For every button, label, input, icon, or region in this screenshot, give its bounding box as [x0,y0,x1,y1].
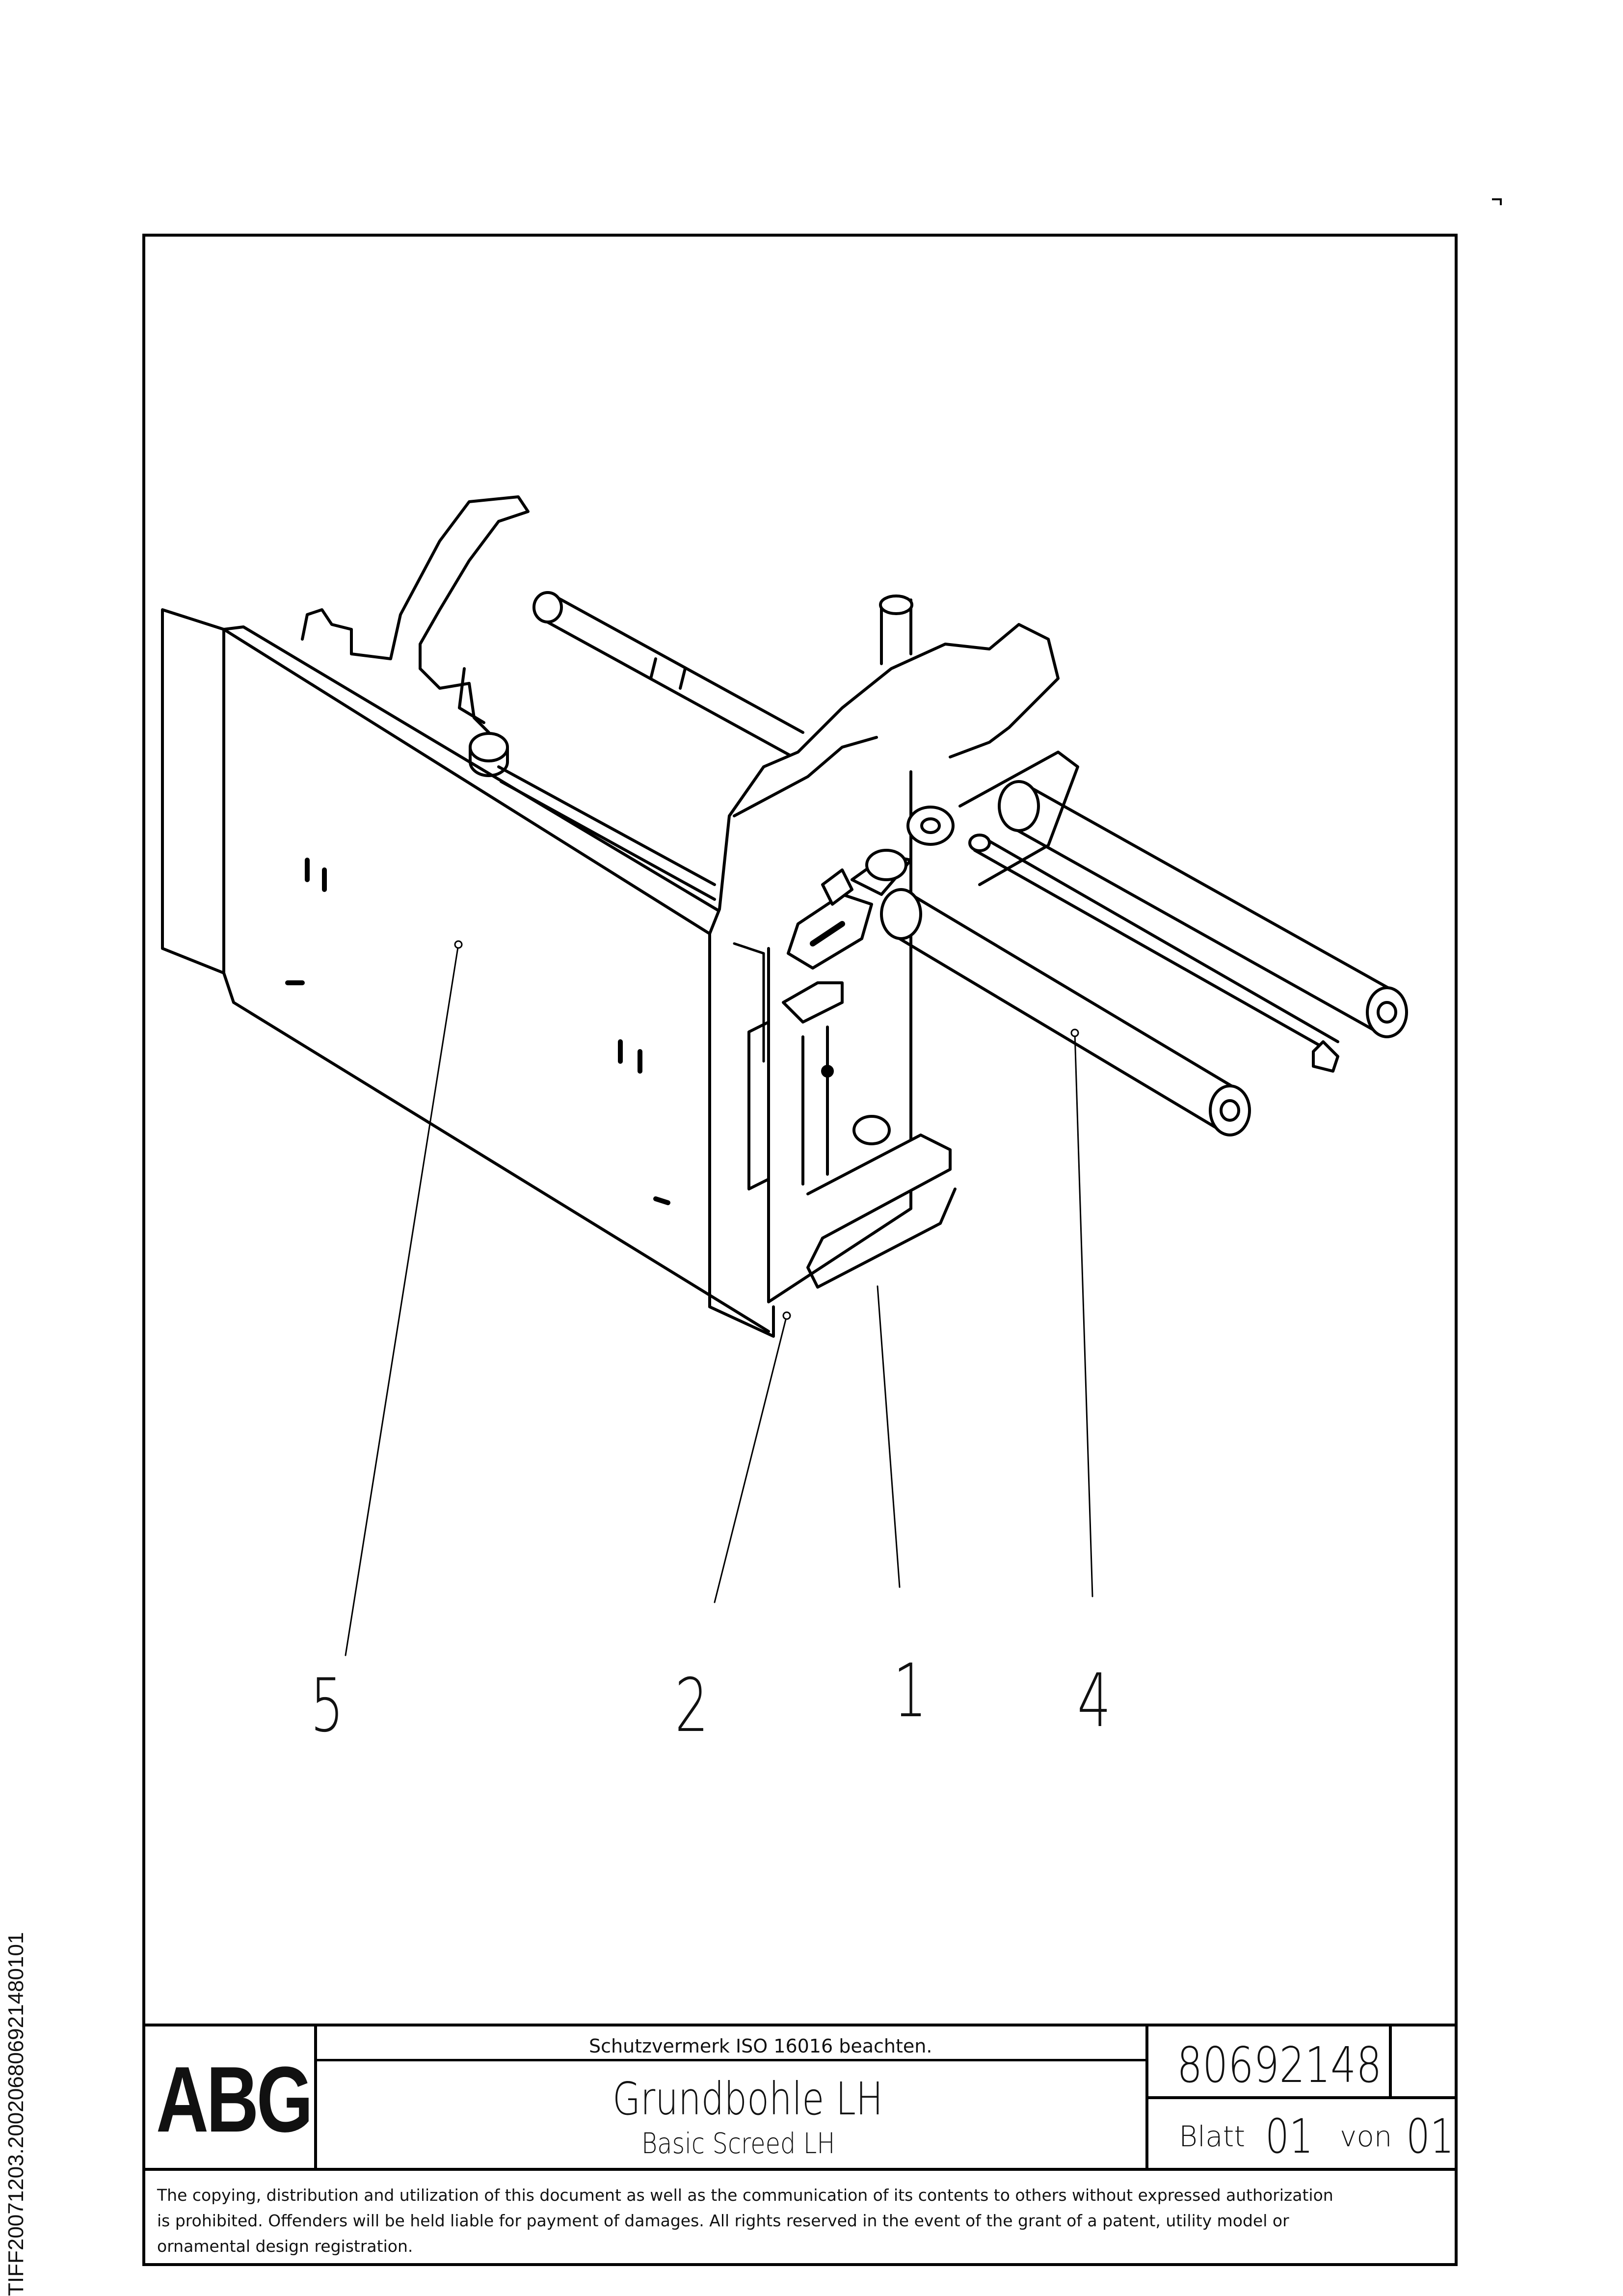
copyright-line-2: is prohibited. Offenders will be held li… [157,2211,1289,2230]
abg-logo: ABG [156,2048,313,2152]
protection-note: Schutzvermerk ISO 16016 beachten. [589,2035,932,2057]
callout-1: 1 [893,1648,927,1734]
leader-4 [1074,1032,1093,1597]
carriage-body [708,594,1060,1303]
sheet-total: 01 [1406,2109,1454,2164]
drawing-subtitle: Basic Screed LH [641,2127,835,2160]
copyright-line-3: ornamental design registration. [157,2237,413,2256]
side-plate [161,608,775,1338]
leader-5 [345,944,459,1656]
title-block: ABG Schutzvermerk ISO 16016 beachten. Gr… [142,2024,1458,2266]
callout-2: 2 [675,1663,709,1749]
document-number: 80692148 [1177,2036,1382,2094]
corner-mark [1492,198,1502,205]
leader-1 [877,1285,901,1588]
callout-4: 4 [1077,1658,1111,1744]
leader-lines [345,940,1093,1656]
rear-guide-rod [532,591,804,758]
lever-plates [787,806,955,970]
sheet-label: Blatt [1179,2120,1246,2153]
drawing-frame [142,234,1458,2266]
telescopic-tubes [880,751,1408,1136]
callout-5: 5 [310,1663,344,1749]
screed-assembly-drawing [161,495,1408,1656]
sheet-number: 01 [1265,2109,1313,2164]
side-file-label: TIFF20071203.200206806921480101 [4,1932,28,2296]
of-label: von [1340,2120,1392,2153]
leader-2 [714,1315,788,1603]
copyright-line-1: The copying, distribution and utilizatio… [157,2186,1333,2205]
drawing-title: Grundbohle LH [612,2073,883,2125]
top-bracket [301,495,716,901]
